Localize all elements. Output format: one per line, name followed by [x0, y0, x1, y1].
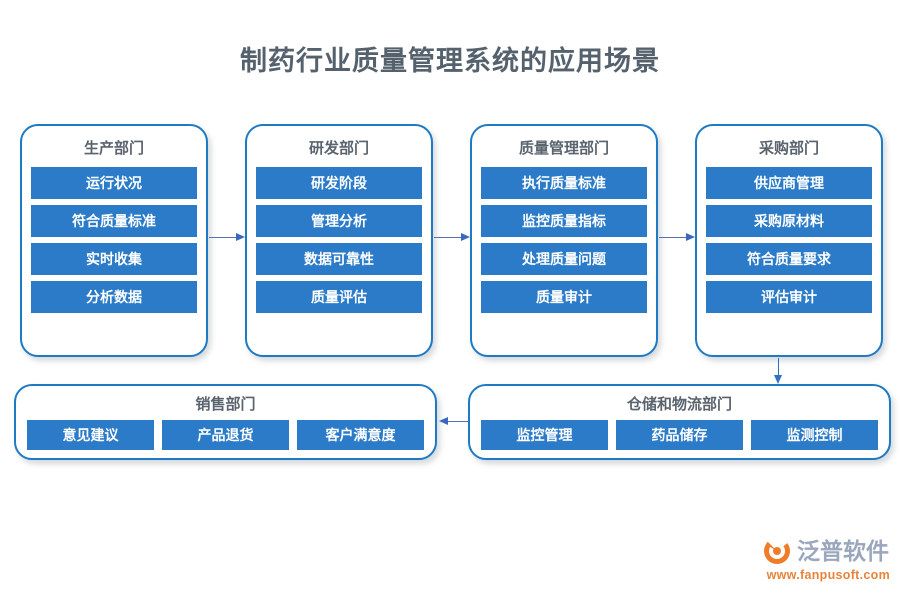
- dept-item[interactable]: 监控质量指标: [481, 205, 647, 237]
- dept-title: 研发部门: [308, 140, 369, 157]
- dept-item[interactable]: 客户满意度: [297, 420, 424, 450]
- dept-title: 销售部门: [195, 396, 256, 413]
- page-title: 制药行业质量管理系统的应用场景: [240, 46, 660, 76]
- dept-title: 生产部门: [83, 140, 144, 157]
- dept-item[interactable]: 研发阶段: [256, 167, 422, 199]
- dept-title: 仓储和物流部门: [626, 396, 732, 413]
- dept-item[interactable]: 符合质量要求: [706, 243, 872, 275]
- arrow-rnd-to-quality: [434, 233, 470, 241]
- dept-item[interactable]: 执行质量标准: [481, 167, 647, 199]
- dept-item[interactable]: 产品退货: [162, 420, 289, 450]
- dept-item[interactable]: 管理分析: [256, 205, 422, 237]
- brand-name: 泛普软件: [797, 538, 889, 564]
- dept-item-list: 监控管理 药品储存 监测控制: [470, 420, 889, 450]
- brand-row: 泛普软件: [764, 535, 890, 567]
- dept-card-rnd[interactable]: 研发部门 研发阶段 管理分析 数据可靠性 质量评估: [245, 124, 433, 357]
- fanpu-logo-icon: [764, 537, 794, 565]
- dept-item[interactable]: 监测控制: [751, 420, 878, 450]
- dept-item[interactable]: 评估审计: [706, 281, 872, 313]
- dept-item[interactable]: 实时收集: [31, 243, 197, 275]
- arrow-procurement-to-warehouse: [774, 358, 782, 384]
- dept-card-warehouse-logistics[interactable]: 仓储和物流部门 监控管理 药品储存 监测控制: [468, 384, 891, 460]
- dept-item[interactable]: 供应商管理: [706, 167, 872, 199]
- arrow-warehouse-to-sales: [439, 417, 468, 425]
- brand-watermark: 泛普软件 www.fanpusoft.com: [764, 535, 890, 587]
- dept-item[interactable]: 分析数据: [31, 281, 197, 313]
- arrow-production-to-rnd: [209, 233, 245, 241]
- dept-item-list: 研发阶段 管理分析 数据可靠性 质量评估: [247, 167, 431, 313]
- dept-title: 质量管理部门: [518, 140, 609, 157]
- dept-item[interactable]: 处理质量问题: [481, 243, 647, 275]
- dept-item[interactable]: 符合质量标准: [31, 205, 197, 237]
- dept-item[interactable]: 监控管理: [481, 420, 608, 450]
- dept-title: 采购部门: [758, 140, 819, 157]
- dept-card-quality-management[interactable]: 质量管理部门 执行质量标准 监控质量指标 处理质量问题 质量审计: [470, 124, 658, 357]
- dept-item[interactable]: 采购原材料: [706, 205, 872, 237]
- dept-item[interactable]: 质量评估: [256, 281, 422, 313]
- dept-item[interactable]: 数据可靠性: [256, 243, 422, 275]
- dept-item-list: 运行状况 符合质量标准 实时收集 分析数据: [22, 167, 206, 313]
- dept-item-list: 意见建议 产品退货 客户满意度: [16, 420, 435, 450]
- dept-item[interactable]: 意见建议: [27, 420, 154, 450]
- dept-item[interactable]: 运行状况: [31, 167, 197, 199]
- dept-item-list: 供应商管理 采购原材料 符合质量要求 评估审计: [697, 167, 881, 313]
- dept-item[interactable]: 质量审计: [481, 281, 647, 313]
- dept-item[interactable]: 药品储存: [616, 420, 743, 450]
- dept-card-procurement[interactable]: 采购部门 供应商管理 采购原材料 符合质量要求 评估审计: [695, 124, 883, 357]
- dept-card-sales[interactable]: 销售部门 意见建议 产品退货 客户满意度: [14, 384, 437, 460]
- arrow-quality-to-procurement: [659, 233, 695, 241]
- brand-url: www.fanpusoft.com: [766, 568, 890, 582]
- dept-card-production[interactable]: 生产部门 运行状况 符合质量标准 实时收集 分析数据: [20, 124, 208, 357]
- dept-item-list: 执行质量标准 监控质量指标 处理质量问题 质量审计: [472, 167, 656, 313]
